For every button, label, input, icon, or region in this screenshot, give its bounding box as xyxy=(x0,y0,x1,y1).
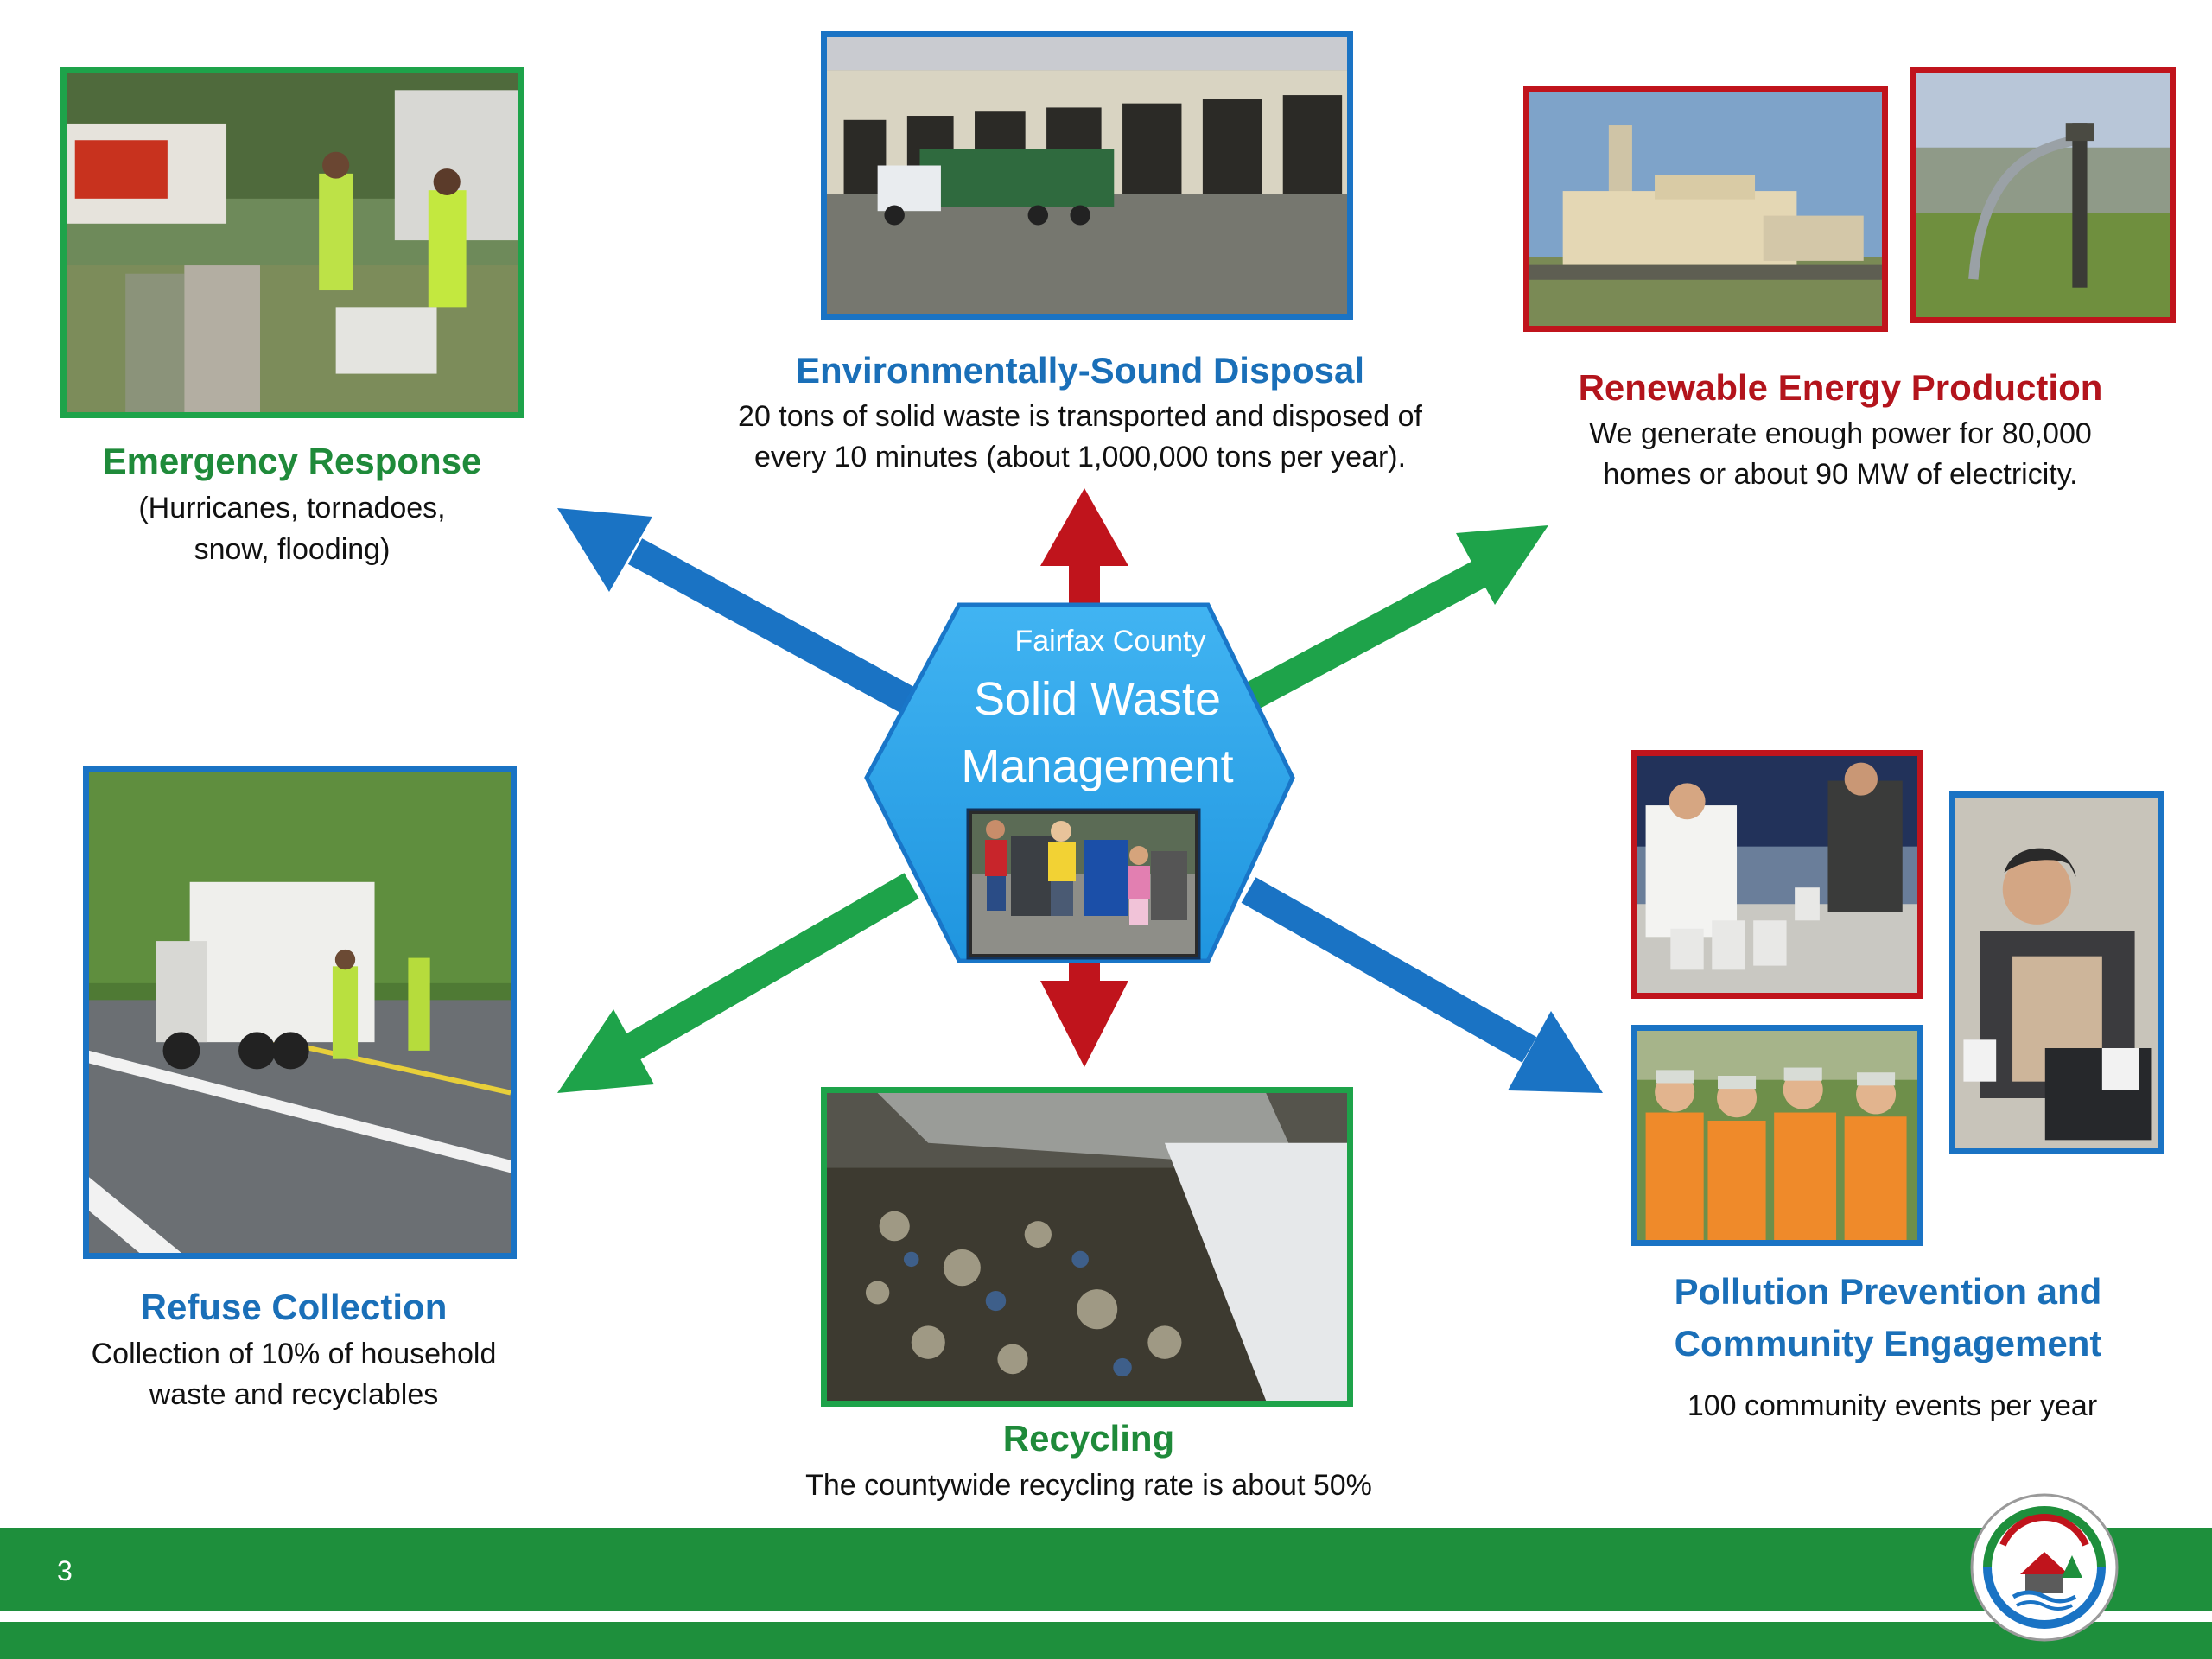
page-number: 3 xyxy=(57,1555,73,1586)
disposal-desc-line2: every 10 minutes (about 1,000,000 tons p… xyxy=(753,441,1407,474)
paint-collection-photo xyxy=(1631,750,1923,999)
center-title-line2: Management xyxy=(961,741,1234,792)
refuse-collection-title: Refuse Collection xyxy=(140,1287,448,1327)
arrow-to-recycling xyxy=(1040,955,1128,1067)
arrow-to-emergency-response xyxy=(557,508,915,713)
emergency-response-desc-line2: snow, flooding) xyxy=(194,533,391,566)
pollution-prevention-title-line1: Pollution Prevention and xyxy=(1674,1271,2102,1312)
renewable-energy-desc-line2: homes or about 90 MW of electricity. xyxy=(1603,458,2078,491)
electronics-recycling-photo xyxy=(1949,791,2164,1154)
footer-band-bottom xyxy=(0,1622,2212,1659)
arrow-to-refuse-collection xyxy=(557,873,919,1093)
center-title-line1: Solid Waste xyxy=(973,673,1222,725)
pollution-prevention-title-line2: Community Engagement xyxy=(1674,1323,2102,1363)
renewable-energy-title: Renewable Energy Production xyxy=(1578,367,2103,408)
recycling-title: Recycling xyxy=(1002,1418,1175,1459)
emergency-response-desc-line1: (Hurricanes, tornadoes, xyxy=(138,492,446,524)
arrow-to-disposal xyxy=(1040,488,1128,618)
landfill-gas-pipe-photo xyxy=(1910,67,2176,323)
disposal-facility-photo xyxy=(821,31,1353,320)
disposal-desc-line1: 20 tons of solid waste is transported an… xyxy=(738,400,1422,433)
kids-with-bins-photo xyxy=(966,808,1201,960)
energy-plant-photo xyxy=(1523,86,1888,332)
county-seal-logo xyxy=(1970,1493,2119,1642)
center-subtitle: Fairfax County xyxy=(1014,625,1206,658)
emergency-response-photo xyxy=(60,67,524,418)
refuse-collection-desc-line2: waste and recyclables xyxy=(149,1378,439,1411)
emergency-response-title: Emergency Response xyxy=(102,441,482,481)
refuse-collection-desc-line1: Collection of 10% of household xyxy=(91,1338,497,1370)
youth-volunteers-photo xyxy=(1631,1025,1923,1246)
pollution-prevention-desc: 100 community events per year xyxy=(1687,1389,2098,1422)
footer-divider xyxy=(0,1611,2212,1622)
arrow-to-pollution-prevention xyxy=(1241,877,1603,1093)
footer-band xyxy=(0,1528,2212,1611)
recycling-photo xyxy=(821,1087,1353,1407)
renewable-energy-desc-line1: We generate enough power for 80,000 xyxy=(1589,417,2092,450)
recycling-desc: The countywide recycling rate is about 5… xyxy=(805,1469,1372,1502)
disposal-title: Environmentally-Sound Disposal xyxy=(795,350,1365,391)
arrow-to-renewable-energy xyxy=(1245,525,1548,709)
refuse-collection-photo xyxy=(83,766,517,1259)
